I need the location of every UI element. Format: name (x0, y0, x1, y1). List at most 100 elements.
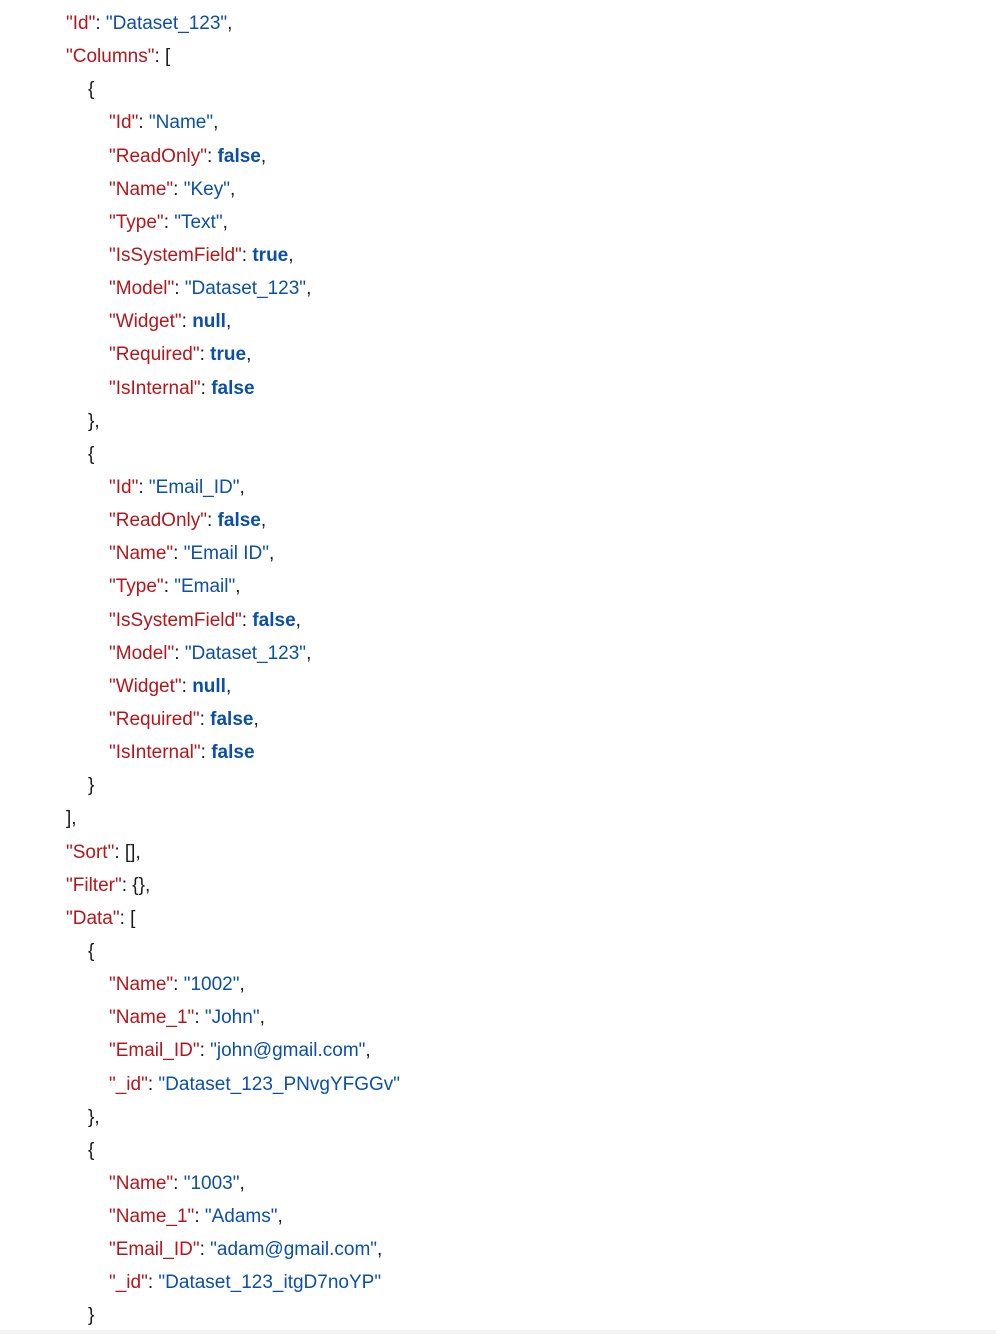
json-line: { (0, 73, 996, 106)
json-key: "IsSystemField" (109, 244, 242, 266)
json-value: "Text" (174, 211, 223, 233)
json-line: "IsInternal": false (109, 742, 255, 764)
json-key: "Id" (66, 13, 96, 34)
json-key: "Id" (109, 476, 139, 498)
json-punctuation: , (365, 1040, 371, 1062)
json-line: "ReadOnly": false, (109, 510, 267, 532)
json-line: "ReadOnly": false, (109, 145, 267, 167)
json-punctuation: { (88, 443, 95, 465)
json-line: "Name_1": "John", (109, 1007, 265, 1029)
json-value: true (210, 344, 247, 366)
json-punctuation: , (246, 344, 252, 366)
json-punctuation: ], (66, 808, 77, 830)
json-value: "Dataset_123" (184, 642, 307, 664)
json-key: "Type" (109, 576, 164, 598)
json-value: null (192, 675, 226, 697)
json-value: false (252, 609, 296, 631)
json-key: "Widget" (109, 311, 182, 333)
json-value: "Dataset_123" (184, 278, 307, 300)
json-punctuation: : {}, (121, 874, 151, 896)
json-line: "Columns": [ (0, 40, 996, 73)
json-value: "Name" (148, 112, 214, 134)
json-punctuation: , (277, 1206, 283, 1228)
json-key: "Sort" (66, 841, 115, 863)
json-punctuation: }, (88, 410, 100, 432)
json-key: "_id" (109, 1073, 148, 1095)
json-line: "IsSystemField": true, (109, 244, 294, 266)
json-punctuation: , (269, 543, 275, 565)
json-value: false (217, 145, 261, 167)
json-punctuation: , (306, 642, 312, 664)
json-key: "Name" (109, 543, 174, 565)
json-punctuation: , (225, 675, 232, 697)
json-line: "Model": "Dataset_123", (109, 278, 312, 300)
json-value: "Email_ID" (148, 476, 240, 498)
json-punctuation: { (88, 79, 95, 101)
json-value: "Dataset_123_PNvgYFGGv" (158, 1073, 401, 1095)
json-key: "Filter" (66, 874, 122, 896)
json-value: null (192, 311, 226, 333)
json-line: "Id": "Email_ID", (109, 476, 245, 498)
json-key: "Data" (66, 907, 120, 929)
json-line: "Id": "Dataset_123", (66, 13, 233, 34)
json-key: "Name_1" (109, 1206, 195, 1228)
json-value: "Adams" (204, 1206, 278, 1228)
json-key: "ReadOnly" (109, 145, 207, 167)
json-value: "Dataset_123_itgD7noYP" (158, 1272, 382, 1294)
json-line: "Name": "1003", (109, 1172, 245, 1194)
json-key: "Id" (109, 112, 139, 134)
json-punctuation: , (239, 476, 245, 498)
json-key: "Required" (109, 344, 200, 366)
json-value: "Email" (174, 576, 236, 598)
json-punctuation: } (88, 775, 95, 797)
json-line: { (0, 1134, 996, 1167)
json-key: "Name" (109, 178, 174, 200)
json-line: "Name": "Email ID", (109, 543, 275, 565)
json-punctuation: , (260, 145, 267, 167)
json-key: "IsInternal" (109, 742, 201, 764)
json-value: true (252, 244, 289, 266)
json-line: "Model": "Dataset_123", (109, 642, 312, 664)
json-key: "Model" (109, 278, 175, 300)
json-punctuation: { (88, 1139, 95, 1161)
bottom-edge-shade (0, 1330, 996, 1334)
json-value: "john@gmail.com" (210, 1040, 366, 1062)
json-line: "_id": "Dataset_123_itgD7noYP" (109, 1272, 382, 1294)
json-line: "Required": false, (109, 708, 259, 730)
json-value: "1002" (183, 974, 240, 996)
json-value: false (217, 510, 261, 532)
json-punctuation: , (306, 278, 312, 300)
json-key: "Columns" (66, 46, 155, 68)
json-punctuation: , (295, 609, 301, 631)
json-punctuation: , (377, 1239, 383, 1261)
json-punctuation: , (213, 112, 219, 134)
json-line: "IsInternal": false (109, 377, 255, 399)
json-key: "Email_ID" (109, 1040, 200, 1062)
json-key: "Name_1" (109, 1007, 195, 1029)
json-punctuation: , (239, 974, 245, 996)
json-punctuation: , (288, 244, 294, 266)
json-value: "1003" (183, 1172, 240, 1194)
json-punctuation: { (88, 940, 95, 962)
json-punctuation: , (259, 1007, 265, 1029)
json-line: "Widget": null, (109, 311, 232, 333)
json-line: "Widget": null, (109, 675, 232, 697)
json-punctuation: : [], (114, 841, 141, 863)
json-key: "_id" (109, 1272, 148, 1294)
json-key: "Required" (109, 708, 200, 730)
json-value: "Dataset_123" (105, 13, 228, 34)
json-line: "Data": [ (0, 902, 996, 935)
json-key: "IsSystemField" (109, 609, 242, 631)
json-line: } (0, 1299, 996, 1332)
json-punctuation: : [ (154, 46, 171, 68)
json-punctuation: , (225, 311, 232, 333)
json-line: "_id": "Dataset_123_PNvgYFGGv" (109, 1073, 401, 1095)
json-value: "adam@gmail.com" (210, 1239, 378, 1261)
json-punctuation: , (229, 178, 236, 200)
json-line: "Sort": [], (0, 836, 996, 869)
json-line: }, (0, 1101, 996, 1134)
json-value: "John" (204, 1007, 260, 1029)
json-line: "Email_ID": "john@gmail.com", (109, 1040, 371, 1062)
json-punctuation: , (227, 13, 233, 34)
json-value: "Email ID" (183, 543, 270, 565)
